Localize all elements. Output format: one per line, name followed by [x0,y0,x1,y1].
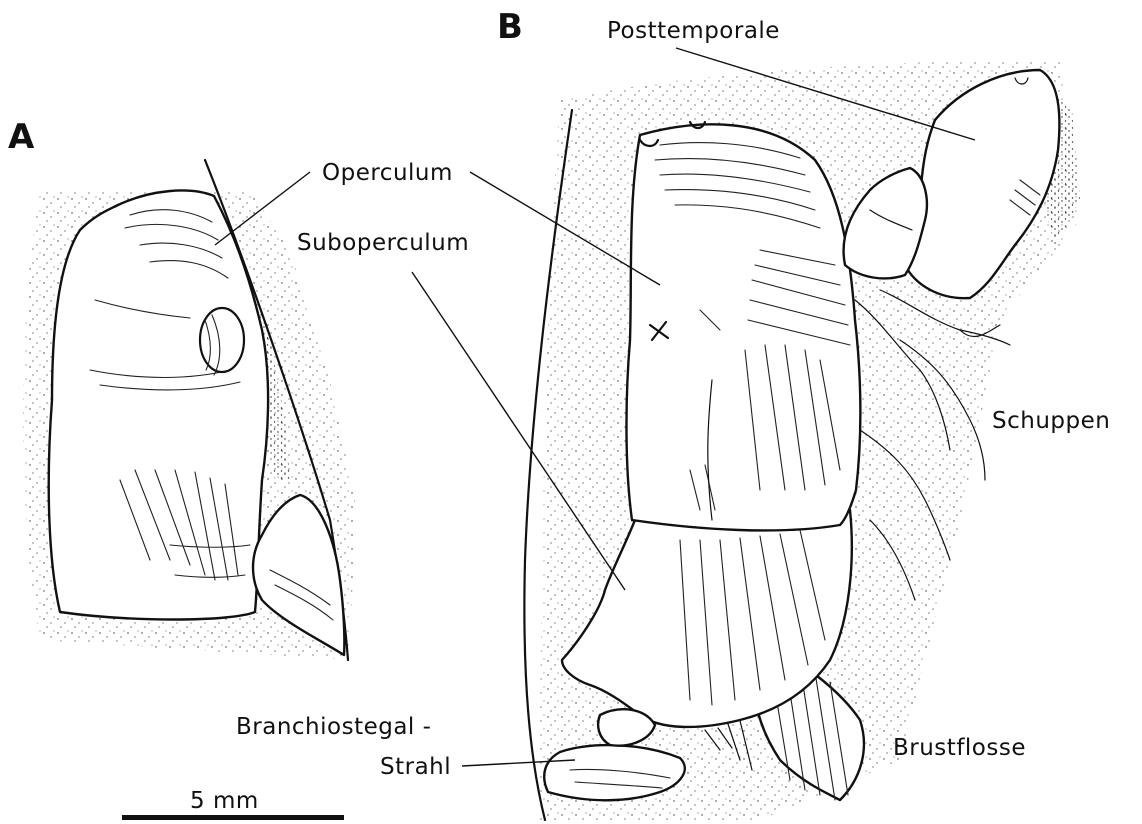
panel-a-letter: A [8,117,35,157]
label-operculum: Operculum [322,160,453,186]
label-branchiostegal-line1: Branchiostegal - [236,714,431,740]
label-branchiostegal-line2: Strahl [380,754,451,780]
panel-b-letter: B [497,7,523,47]
label-suboperculum: Suboperculum [297,230,469,256]
scale-bar: 5 mm [122,788,344,820]
scale-bar-label: 5 mm [190,788,259,814]
scale-bar-line [122,815,344,820]
label-schuppen: Schuppen [992,408,1110,434]
label-posttemporale: Posttemporale [607,18,780,44]
label-brustflosse: Brustflosse [893,735,1026,761]
panel-a: A [8,117,355,660]
